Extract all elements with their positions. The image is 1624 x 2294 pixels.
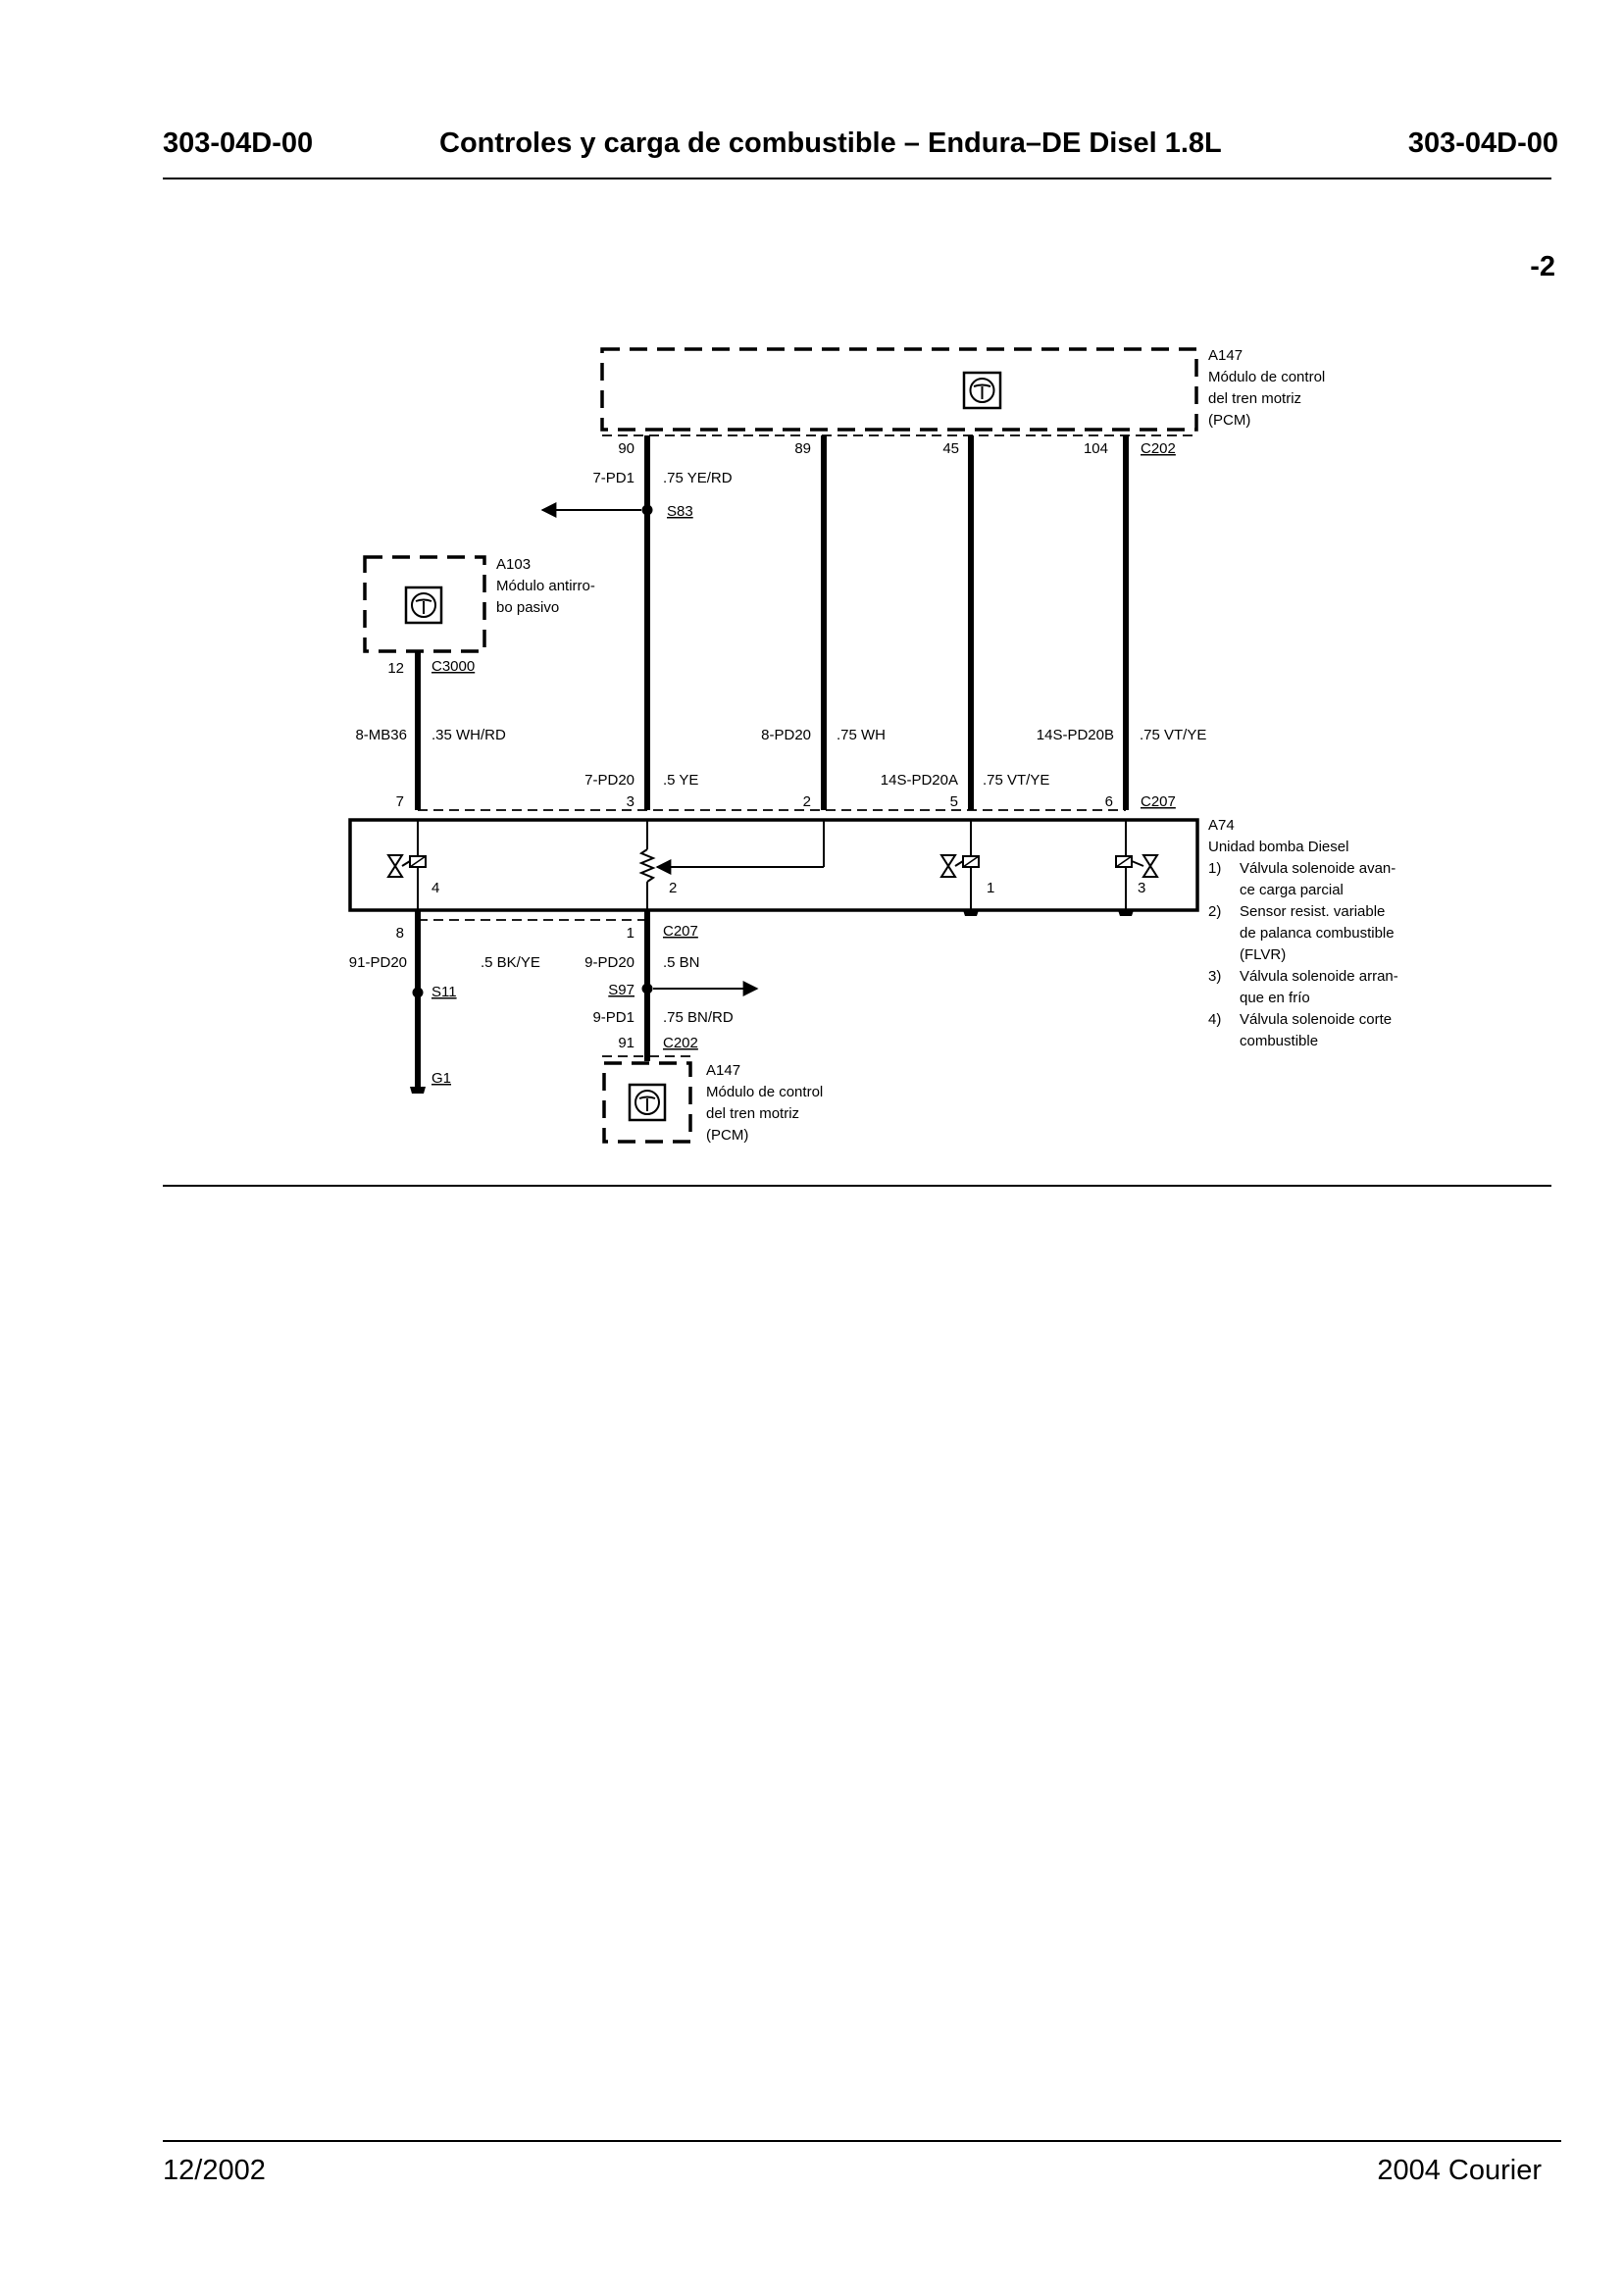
- splice-s11: [412, 987, 424, 998]
- wire-7pd20-spec: .5 YE: [663, 772, 698, 789]
- solenoid-4-icon: [386, 820, 427, 910]
- splice-s83: [641, 504, 653, 516]
- pump-title: Unidad bomba Diesel: [1208, 839, 1348, 855]
- pcm-top-desc-3: (PCM): [1208, 412, 1250, 429]
- legend-3-line-1: Válvula solenoide arran-: [1240, 968, 1398, 985]
- pin-top-5: 5: [950, 793, 958, 810]
- header-right-code: 303-04D-00: [1407, 127, 1558, 159]
- pats-desc-1: Módulo antirro-: [496, 578, 595, 594]
- legend-1-num: 1): [1208, 860, 1221, 877]
- pcm-bottom-icon: [628, 1083, 667, 1122]
- footer-date: 12/2002: [163, 2155, 266, 2186]
- pin-top-7: 7: [396, 793, 404, 810]
- pcm-top-module: A147 Módulo de control del tren motriz (…: [600, 347, 1325, 436]
- wire-91pd20-circuit: 91-PD20: [349, 954, 407, 971]
- connector-c202-bottom: C202: [663, 1035, 698, 1051]
- ground-g1-label: G1: [431, 1070, 451, 1087]
- splice-s11-label: S11: [431, 984, 457, 1000]
- page-title: Controles y carga de combustible – Endur…: [439, 127, 1222, 159]
- splice-s97-label: S97: [608, 982, 634, 998]
- pump-unit: A74 Unidad bomba Diesel 1) Válvula solen…: [348, 817, 1398, 1049]
- wire-14spd20a-circuit: 14S-PD20A: [881, 772, 958, 789]
- wiring-diagram: A147 Módulo de control del tren motriz (…: [348, 347, 1398, 1144]
- pats-id: A103: [496, 556, 531, 573]
- legend-4-line-2: combustible: [1240, 1033, 1318, 1049]
- pcm-top-icon: [962, 371, 1002, 410]
- connector-c207-top: C207: [1141, 793, 1176, 810]
- pats-icon: [404, 586, 443, 625]
- pcm-bottom-desc-1: Módulo de control: [706, 1084, 823, 1100]
- pin-pats-12: 12: [387, 660, 404, 677]
- legend-2-line-3: (FLVR): [1240, 946, 1286, 963]
- pin-bot-8: 8: [396, 925, 404, 942]
- header-left-code: 303-04D-00: [163, 127, 314, 159]
- header-rule: [163, 178, 1551, 179]
- pin-top-3: 3: [627, 793, 634, 810]
- pats-module: A103 Módulo antirro- bo pasivo: [363, 555, 595, 653]
- pcm-top-desc-1: Módulo de control: [1208, 369, 1325, 385]
- page-number: -2: [1530, 251, 1555, 282]
- wire-7pd1-circuit: 7-PD1: [592, 470, 634, 486]
- wire-9pd1-spec: .75 BN/RD: [663, 1009, 734, 1026]
- pin-pcm-45: 45: [942, 440, 959, 457]
- pin-top-2: 2: [803, 793, 811, 810]
- sensor-2-icon: [638, 820, 825, 910]
- connector-c3000: C3000: [431, 658, 475, 675]
- wire-14spd20a-spec: .75 VT/YE: [983, 772, 1049, 789]
- wire-14spd20b-circuit: 14S-PD20B: [1037, 727, 1114, 743]
- wire-9pd20-circuit: 9-PD20: [584, 954, 634, 971]
- pin-pcm-89: 89: [794, 440, 811, 457]
- pin-pcm-104: 104: [1084, 440, 1108, 457]
- wire-9pd20-spec: .5 BN: [663, 954, 700, 971]
- wire-8mb36-spec: .35 WH/RD: [431, 727, 506, 743]
- legend-2-line-2: de palanca combustible: [1240, 925, 1395, 942]
- pcm-bottom-desc-3: (PCM): [706, 1127, 748, 1144]
- pcm-top-desc-2: del tren motriz: [1208, 390, 1301, 407]
- connector-c207-bottom: C207: [663, 923, 698, 940]
- wire-91pd20-spec: .5 BK/YE: [481, 954, 540, 971]
- legend-3-num: 3): [1208, 968, 1221, 985]
- pcm-bottom-desc-2: del tren motriz: [706, 1105, 799, 1122]
- legend-4-line-1: Válvula solenoide corte: [1240, 1011, 1392, 1028]
- pcm-bottom-id: A147: [706, 1062, 740, 1079]
- pin-sens-2: 2: [669, 880, 677, 896]
- pcm-top-id: A147: [1208, 347, 1243, 364]
- wire-8mb36-circuit: 8-MB36: [355, 727, 407, 743]
- pin-sol-4: 4: [431, 880, 439, 896]
- ground-g1-icon: [410, 1087, 426, 1094]
- splice-s97: [641, 983, 653, 994]
- pats-desc-2: bo pasivo: [496, 599, 559, 616]
- wire-14spd20b-spec: .75 VT/YE: [1140, 727, 1206, 743]
- pin-sol-3: 3: [1138, 880, 1145, 896]
- legend-2-line-1: Sensor resist. variable: [1240, 903, 1385, 920]
- pin-pcm-91: 91: [618, 1035, 634, 1051]
- legend-3-line-2: que en frío: [1240, 990, 1310, 1006]
- pin-sol-1: 1: [987, 880, 994, 896]
- wire-8pd20-circuit: 8-PD20: [761, 727, 811, 743]
- connector-c202-top: C202: [1141, 440, 1176, 457]
- footer-rule: [163, 2140, 1561, 2142]
- solenoid-1-icon: [939, 820, 980, 916]
- legend-1-line-1: Válvula solenoide avan-: [1240, 860, 1396, 877]
- legend-2-num: 2): [1208, 903, 1221, 920]
- splice-s83-label: S83: [667, 503, 693, 520]
- solenoid-3-icon: [1115, 820, 1159, 916]
- wire-7pd1-spec: .75 YE/RD: [663, 470, 733, 486]
- pump-id: A74: [1208, 817, 1235, 834]
- pin-top-6: 6: [1105, 793, 1113, 810]
- diagram-bottom-rule: [163, 1185, 1551, 1187]
- footer-model: 2004 Courier: [1377, 2155, 1542, 2186]
- pin-pcm-90: 90: [618, 440, 634, 457]
- pin-bot-1: 1: [627, 925, 634, 942]
- legend-4-num: 4): [1208, 1011, 1221, 1028]
- pcm-bottom-module: A147 Módulo de control del tren motriz (…: [602, 1055, 823, 1144]
- wire-7pd20-circuit: 7-PD20: [584, 772, 634, 789]
- wire-8pd20-spec: .75 WH: [837, 727, 886, 743]
- legend-1-line-2: ce carga parcial: [1240, 882, 1344, 898]
- wire-9pd1-circuit: 9-PD1: [592, 1009, 634, 1026]
